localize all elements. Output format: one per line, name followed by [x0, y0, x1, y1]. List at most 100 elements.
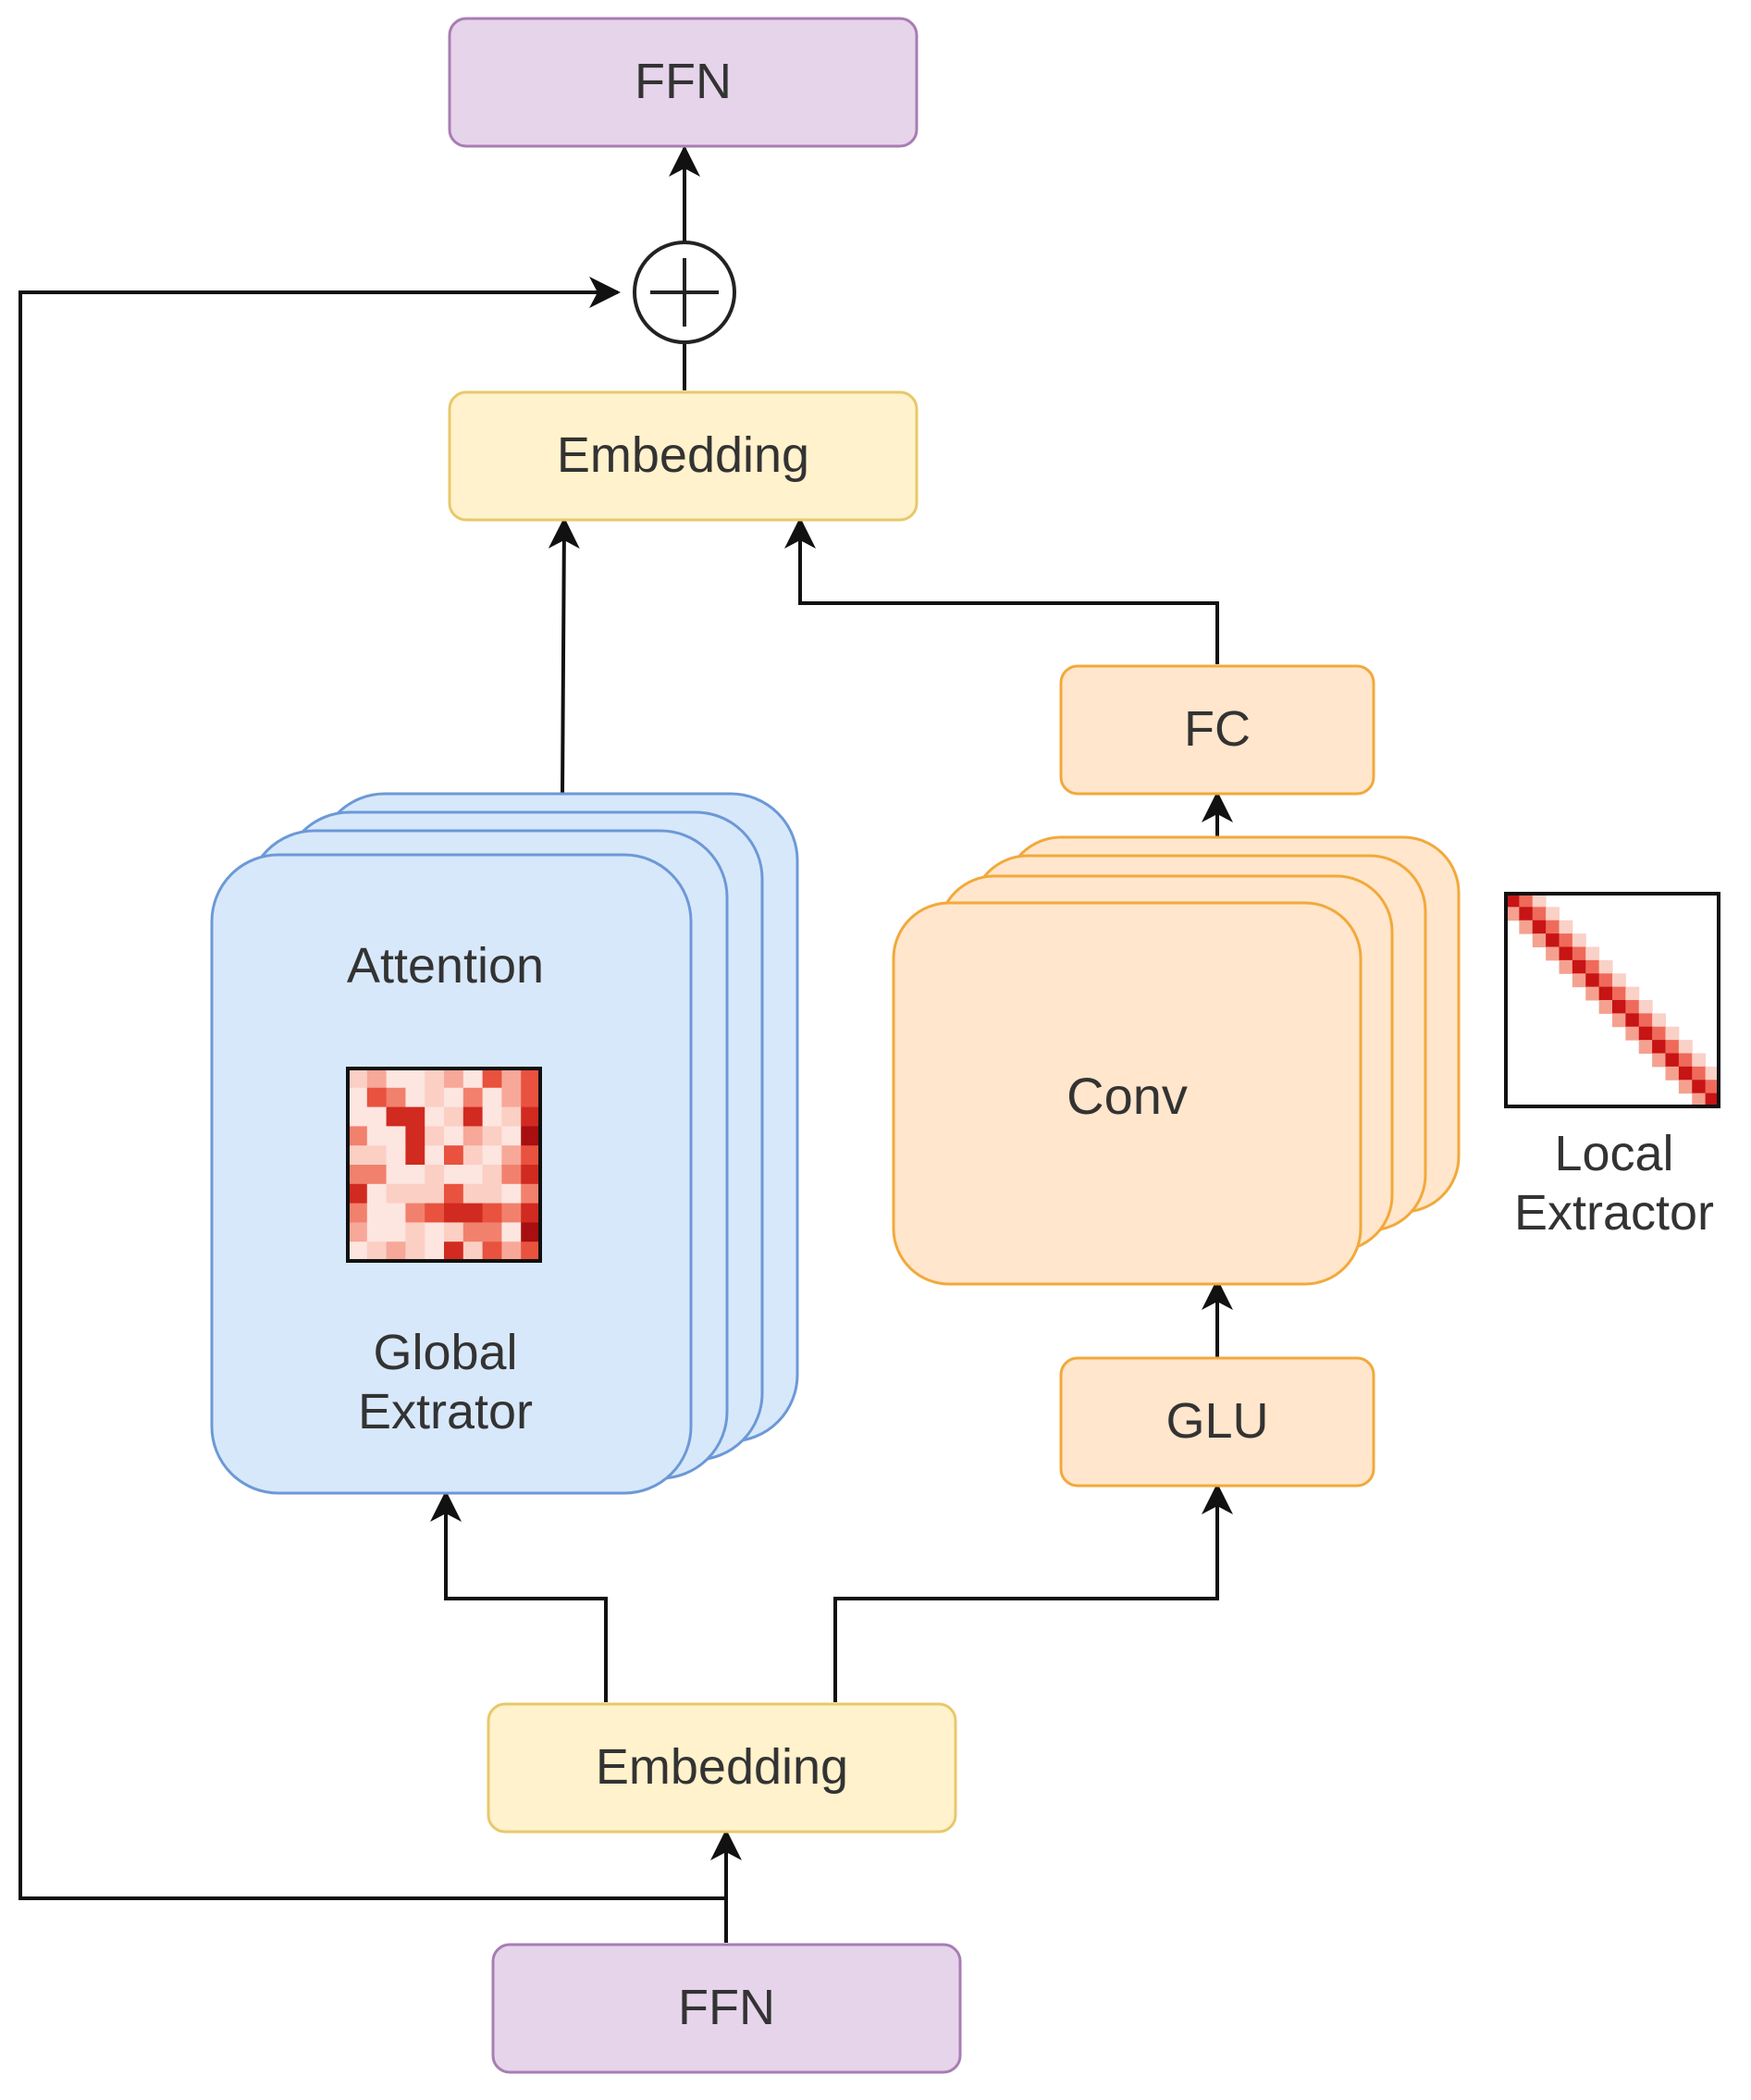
band-matrix-cell: [1559, 920, 1573, 934]
top-ffn-box: [448, 17, 919, 148]
band-matrix-cell: [1506, 894, 1520, 908]
band-matrix-cell: [1532, 933, 1547, 947]
band-matrix-border: [1504, 892, 1720, 1108]
attention-heatmap-cell: [386, 1126, 406, 1146]
arrow-embedding-to-glu: [833, 1483, 1233, 1702]
attention-heatmap-cell: [501, 1106, 522, 1127]
attention-heatmap-cell: [462, 1183, 484, 1204]
attention-heatmap-cell: [348, 1145, 368, 1166]
attention-heatmap-cell: [366, 1106, 388, 1127]
conv-box: [892, 901, 1363, 1286]
attention-heatmap-cell: [482, 1106, 502, 1127]
local-extractor-label: Local Extractor: [1513, 1126, 1715, 1241]
attention-heatmap-cell: [425, 1241, 445, 1262]
attention-heatmap-cell: [444, 1145, 464, 1166]
band-matrix-cell: [1678, 1080, 1693, 1094]
attention-heatmap-cell: [405, 1069, 425, 1089]
attention-heatmap-cell: [501, 1241, 522, 1262]
attention-heatmap-cell: [366, 1087, 388, 1108]
attention-heatmap-cell: [366, 1222, 388, 1242]
conv-label: Conv: [1067, 1066, 1188, 1125]
attention-heatmap-cell: [501, 1183, 522, 1204]
bottom-ffn-label: FFN: [678, 1980, 775, 2036]
top-ffn-label: FFN: [635, 54, 732, 110]
fc-label: FC: [1184, 701, 1251, 758]
attention-heatmap-cell: [425, 1145, 445, 1166]
attention-heatmap-cell: [386, 1203, 406, 1223]
attention-heatmap-cell: [405, 1183, 425, 1204]
band-matrix-cell: [1625, 1000, 1640, 1014]
attention-heatmap-cell: [462, 1203, 484, 1223]
band-matrix-cell: [1559, 959, 1573, 974]
attention-heatmap-cell: [482, 1126, 502, 1146]
band-matrix-cell: [1665, 1053, 1680, 1068]
band-matrix-cell: [1519, 907, 1534, 921]
attention-heatmap-cell: [462, 1241, 484, 1262]
band-matrix-cell: [1612, 1000, 1626, 1014]
attention-heatmap-cell: [501, 1145, 522, 1166]
attention-heatmap-cell: [501, 1126, 522, 1146]
band-matrix-cell: [1612, 1013, 1626, 1028]
attention-heatmap-cell: [425, 1222, 445, 1242]
attention-heatmap-cell: [482, 1069, 502, 1089]
attention-heatmap-cell: [501, 1087, 522, 1108]
attention-heatmap-cell: [405, 1106, 425, 1127]
attention-heatmap-cell: [462, 1106, 484, 1127]
attention-heatmap-cell: [462, 1145, 484, 1166]
band-matrix-cell: [1625, 986, 1640, 1001]
attention-heatmap-cell: [366, 1165, 388, 1185]
band-matrix-cell: [1692, 1053, 1707, 1068]
attention-heatmap-cell: [521, 1126, 541, 1146]
attention-heatmap-cell: [444, 1165, 464, 1185]
band-matrix-cell: [1705, 1080, 1720, 1094]
band-matrix-cell: [1678, 1053, 1693, 1068]
band-matrix-cell: [1559, 933, 1573, 947]
band-matrix-cell: [1585, 959, 1600, 974]
band-matrix-cell: [1612, 973, 1626, 988]
attention-heatmap-cell: [405, 1126, 425, 1146]
attention-heatmap-cell: [386, 1183, 406, 1204]
bottom-embedding-label: Embedding: [595, 1739, 849, 1796]
band-matrix-cell: [1652, 1013, 1666, 1028]
attention-heatmap-cell: [444, 1203, 464, 1223]
attention-heatmap-cell: [482, 1241, 502, 1262]
attention-heatmap-cell: [482, 1183, 502, 1204]
band-matrix-cell: [1638, 1026, 1653, 1041]
attention-heatmap-cell: [444, 1126, 464, 1146]
band-matrix-cell: [1638, 1000, 1653, 1014]
attention-heatmap-cell: [462, 1069, 484, 1089]
band-matrix-cell: [1665, 1040, 1680, 1054]
band-matrix-cell: [1572, 946, 1586, 961]
attention-heatmap-cell: [521, 1069, 541, 1089]
attention-heatmap-cell: [348, 1241, 368, 1262]
attention-heatmap-cell: [501, 1222, 522, 1242]
attention-heatmap-cell: [521, 1203, 541, 1223]
attention-heatmap-cell: [405, 1165, 425, 1185]
band-matrix-cell: [1638, 1040, 1653, 1054]
attention-heatmap-cell: [366, 1145, 388, 1166]
attention-heatmap-cell: [405, 1145, 425, 1166]
attention-heatmap-cell: [386, 1069, 406, 1089]
attention-heatmap-cell: [521, 1241, 541, 1262]
band-matrix-cell: [1705, 1093, 1720, 1107]
attention-heatmap-cell: [348, 1106, 368, 1127]
band-matrix-cell: [1585, 946, 1600, 961]
attention-heatmap-cell: [366, 1241, 388, 1262]
band-matrix-cell: [1638, 1013, 1653, 1028]
attention-heatmap-cell: [425, 1087, 445, 1108]
attention-heatmap-cell: [405, 1203, 425, 1223]
attention-heatmap-cell: [521, 1165, 541, 1185]
arrow-fc-to-embedding: [784, 517, 1219, 664]
band-matrix-cell: [1546, 933, 1560, 947]
band-matrix-cell: [1652, 1040, 1666, 1054]
attention-heatmap-cell: [521, 1145, 541, 1166]
attention-heatmap: [346, 1067, 542, 1263]
attention-heatmap-cell: [444, 1087, 464, 1108]
attention-heatmap-cell: [462, 1126, 484, 1146]
band-matrix-cell: [1532, 907, 1547, 921]
attention-heatmap-cell: [444, 1183, 464, 1204]
attention-heatmap-cell: [482, 1165, 502, 1185]
band-matrix-cell: [1598, 1000, 1613, 1014]
attention-label: Attention: [346, 938, 545, 994]
